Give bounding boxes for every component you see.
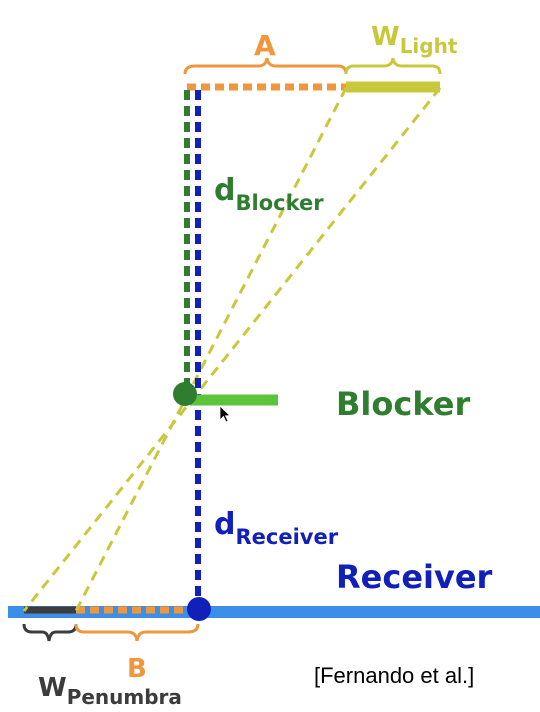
label-w-penumbra: WPenumbra — [38, 673, 182, 709]
label-d-blocker-sub: Blocker — [235, 191, 324, 215]
label-d-receiver-main: d — [214, 507, 235, 542]
brace-w-penumbra — [22, 623, 78, 642]
light-ray-inner — [74, 87, 348, 612]
label-d-blocker: dBlocker — [214, 173, 324, 215]
label-w-penumbra-main: W — [38, 673, 67, 703]
credit-text: [Fernando et al.] — [314, 663, 474, 688]
label-d-receiver-sub: Receiver — [235, 525, 338, 549]
blocker-point — [173, 382, 197, 406]
receiver-point — [187, 597, 211, 621]
brace-w-light — [344, 57, 442, 75]
label-blocker: Blocker — [336, 385, 470, 423]
label-b: B — [127, 654, 147, 684]
label-d-blocker-main: d — [214, 173, 235, 208]
label-w-light-main: W — [371, 22, 400, 52]
label-a: A — [254, 29, 276, 62]
mouse-pointer-icon — [219, 405, 231, 423]
label-w-light: WLight — [371, 22, 458, 58]
label-w-penumbra-sub: Penumbra — [67, 685, 182, 709]
label-d-receiver: dReceiver — [214, 507, 339, 549]
label-w-light-sub: Light — [400, 34, 458, 58]
brace-b — [74, 623, 200, 642]
light-ray-outer — [22, 87, 442, 612]
label-receiver: Receiver — [336, 558, 493, 596]
brace-a — [183, 57, 348, 75]
